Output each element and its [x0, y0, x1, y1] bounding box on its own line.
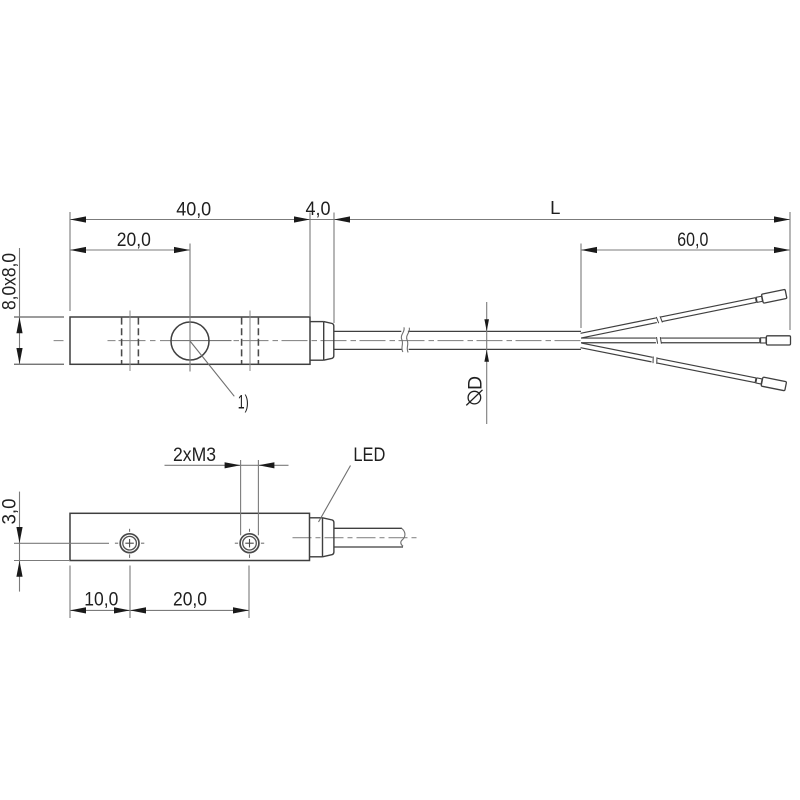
svg-text:8,0x8,0: 8,0x8,0 [0, 253, 21, 310]
svg-text:4,0: 4,0 [306, 198, 331, 220]
svg-text:3,0: 3,0 [0, 498, 21, 524]
svg-text:LED: LED [353, 444, 385, 466]
svg-text:10,0: 10,0 [84, 588, 118, 610]
svg-text:2xM3: 2xM3 [173, 444, 216, 466]
svg-text:20,0: 20,0 [117, 229, 151, 251]
svg-text:60,0: 60,0 [677, 229, 708, 251]
svg-text:40,0: 40,0 [176, 198, 211, 220]
svg-text:D: D [465, 376, 487, 390]
svg-text:L: L [550, 197, 560, 218]
svg-text:1): 1) [238, 391, 249, 413]
svg-text:20,0: 20,0 [173, 588, 207, 610]
